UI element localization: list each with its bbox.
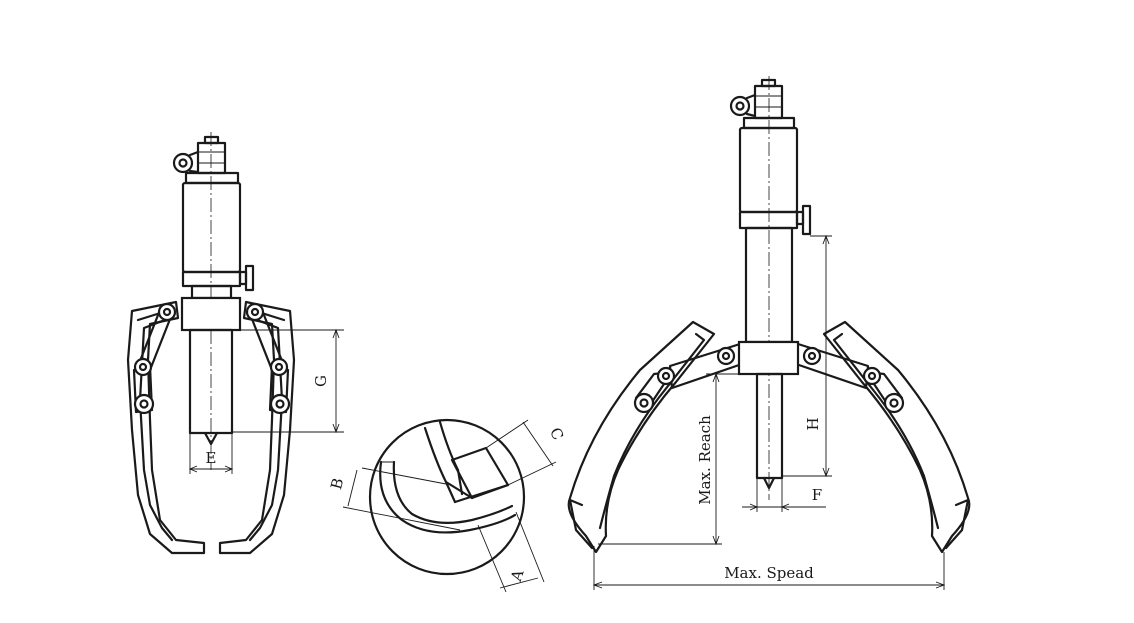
label-b: B xyxy=(327,476,347,491)
dimension-max-reach: Max. Reach xyxy=(598,372,740,546)
hex-head xyxy=(196,141,227,175)
dimension-a: A xyxy=(477,511,545,593)
left-jaw xyxy=(126,300,206,555)
label-e: E xyxy=(206,449,217,467)
detail-circle xyxy=(368,418,526,576)
label-max-spread: Max. Spead xyxy=(724,564,814,582)
hydraulic-cylinder xyxy=(181,181,242,274)
dimension-f: F xyxy=(742,478,826,512)
dimension-max-spread: Max. Spead xyxy=(592,546,946,590)
open-left-linkage xyxy=(633,342,744,414)
dimension-c: C xyxy=(485,419,567,486)
hex-head-right xyxy=(753,84,784,120)
label-f: F xyxy=(812,486,822,504)
dimension-h: H xyxy=(782,234,832,478)
ram xyxy=(188,328,234,435)
dimension-e: E xyxy=(188,433,234,474)
label-a: A xyxy=(507,567,528,584)
ram-right xyxy=(755,372,784,480)
jaw-tip-detail: B C A xyxy=(327,418,567,593)
label-c: C xyxy=(546,425,567,443)
crossbar-block xyxy=(180,296,242,332)
closed-puller-view: G E xyxy=(126,132,344,555)
open-right-linkage xyxy=(794,342,905,414)
right-linkage xyxy=(245,302,291,415)
release-valve-right xyxy=(801,204,812,236)
eye-lug-right xyxy=(729,93,757,118)
left-linkage xyxy=(132,302,177,415)
release-valve xyxy=(244,264,255,292)
crossbar-block-right xyxy=(737,340,800,376)
hydraulic-cylinder-right xyxy=(738,126,799,214)
dimension-g: G xyxy=(232,328,344,434)
label-max-reach: Max. Reach xyxy=(696,415,714,505)
open-right-jaw xyxy=(822,320,971,554)
open-puller-view: H F Max. Reach Max. Spead xyxy=(567,76,971,590)
label-h: H xyxy=(804,417,822,430)
eye-lug xyxy=(172,150,200,174)
open-left-jaw xyxy=(567,320,716,554)
dimension-b: B xyxy=(327,467,461,531)
label-g: G xyxy=(312,375,330,387)
